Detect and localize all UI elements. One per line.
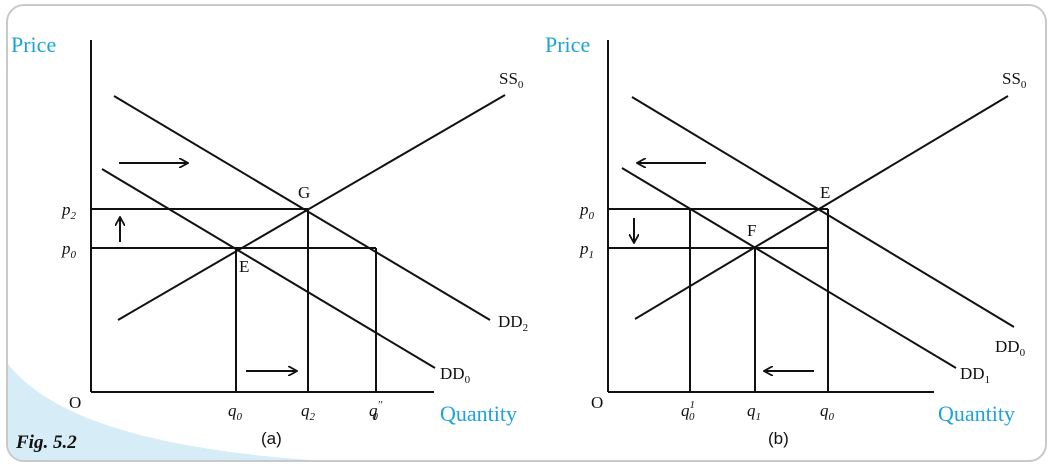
panel-a-point-g-label: G (298, 183, 310, 202)
panel-b-p1-label: p1 (579, 239, 594, 261)
panel-a-dd0-label: DD0 (440, 364, 471, 386)
figure-frame: Fig. 5.2 Price Quantity O SS0 DD0 DD2 G … (6, 4, 1047, 462)
panel-b-demand-curve-dd0 (631, 96, 1015, 328)
panel-a: Price Quantity O SS0 DD0 DD2 G E p2 p0 q… (11, 32, 528, 448)
panel-b-point-f-label: F (747, 221, 756, 240)
panel-a-supply-curve (117, 94, 506, 321)
panel-b-supply-curve (634, 95, 1009, 320)
panel-b-q1-label: q1 (747, 401, 761, 423)
panel-a-dd2-label: DD2 (498, 312, 528, 334)
panel-a-q0pp-label: q′′0 (369, 399, 383, 423)
panel-a-caption: (a) (261, 429, 282, 448)
panel-b-x-axis-label: Quantity (938, 401, 1015, 426)
panel-a-origin-label: O (69, 393, 81, 412)
figure-canvas: Fig. 5.2 Price Quantity O SS0 DD0 DD2 G … (8, 32, 1027, 460)
figure-label: Fig. 5.2 (15, 432, 77, 453)
panel-a-demand-curve-dd0 (101, 168, 436, 369)
panel-b-dd1-label: DD1 (960, 364, 990, 386)
panel-b-p0-label: p0 (579, 200, 595, 222)
panel-a-q0-label: q0 (228, 401, 243, 423)
panel-b-origin-label: O (591, 393, 603, 412)
panel-b-supply-label: SS0 (1002, 69, 1027, 91)
panel-b-y-axis-label: Price (545, 32, 590, 57)
panel-a-p2-label: p2 (61, 200, 77, 222)
panel-a-q2-label: q2 (301, 401, 316, 423)
caption-band (8, 364, 310, 460)
panel-b: Price Quantity O SS0 DD0 DD1 E F p0 p1 q… (545, 32, 1027, 448)
panel-b-caption: (b) (768, 429, 789, 448)
panel-b-demand-curve-dd1 (621, 167, 957, 369)
panel-a-x-axis-label: Quantity (440, 401, 517, 426)
panel-a-y-axis-label: Price (11, 32, 56, 57)
panel-b-point-e-label: E (820, 183, 830, 202)
panel-a-point-e-label: E (239, 257, 249, 276)
panel-b-q0-label: q0 (820, 401, 835, 423)
panel-a-supply-label: SS0 (499, 69, 524, 91)
panel-a-p0-label: p0 (61, 239, 77, 261)
panel-b-dd0-label: DD0 (995, 337, 1026, 359)
